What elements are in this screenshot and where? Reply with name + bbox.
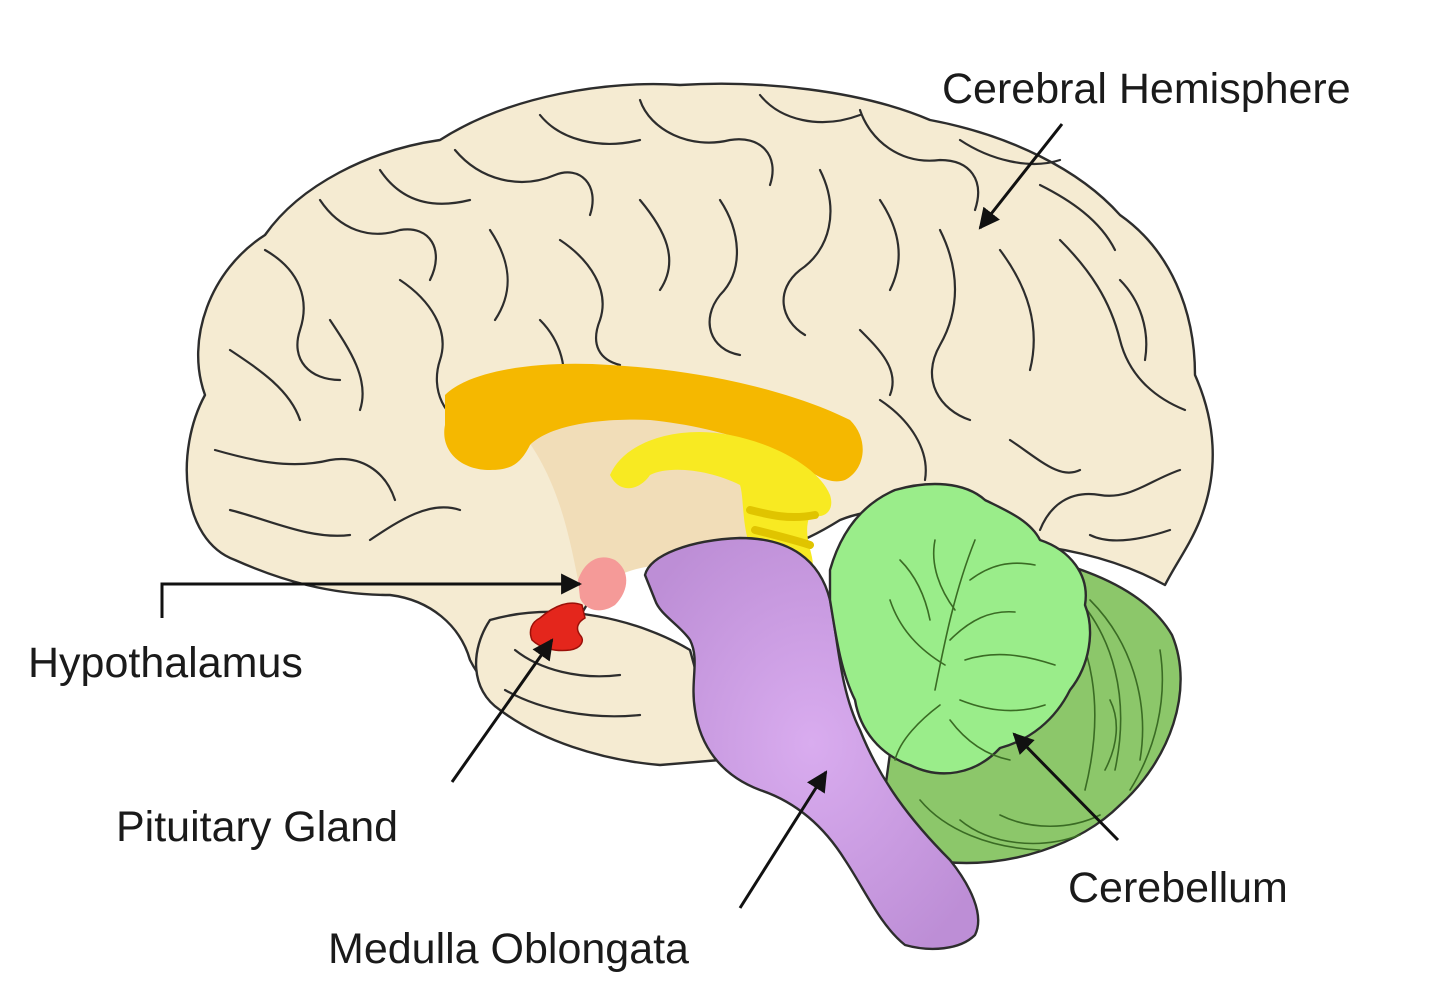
hypothalamus [578, 557, 627, 611]
cerebellum-arrow [1012, 732, 1120, 842]
corpus-callosum [444, 363, 863, 482]
label-hypothalamus: Hypothalamus [28, 639, 303, 687]
pituitary-gland-arrow [450, 638, 554, 783]
medulla-oblongata-arrow [738, 770, 828, 909]
cerebellum-folia [919, 584, 1164, 851]
cerebral-hemisphere-arrow [978, 123, 1064, 230]
label-pituitary-gland: Pituitary Gland [116, 803, 399, 851]
temporal-lobe [474, 610, 722, 767]
label-medulla-oblongata: Medulla Oblongata [328, 925, 689, 973]
arbor-vitae [889, 539, 1056, 761]
cortex-gyri [213, 93, 1187, 718]
cerebellum-front [828, 482, 1092, 775]
label-cerebral-hemisphere: Cerebral Hemisphere [942, 65, 1351, 113]
hypothalamus-leader [160, 573, 583, 618]
brainstem [643, 536, 980, 951]
label-cerebellum: Cerebellum [1068, 864, 1288, 912]
